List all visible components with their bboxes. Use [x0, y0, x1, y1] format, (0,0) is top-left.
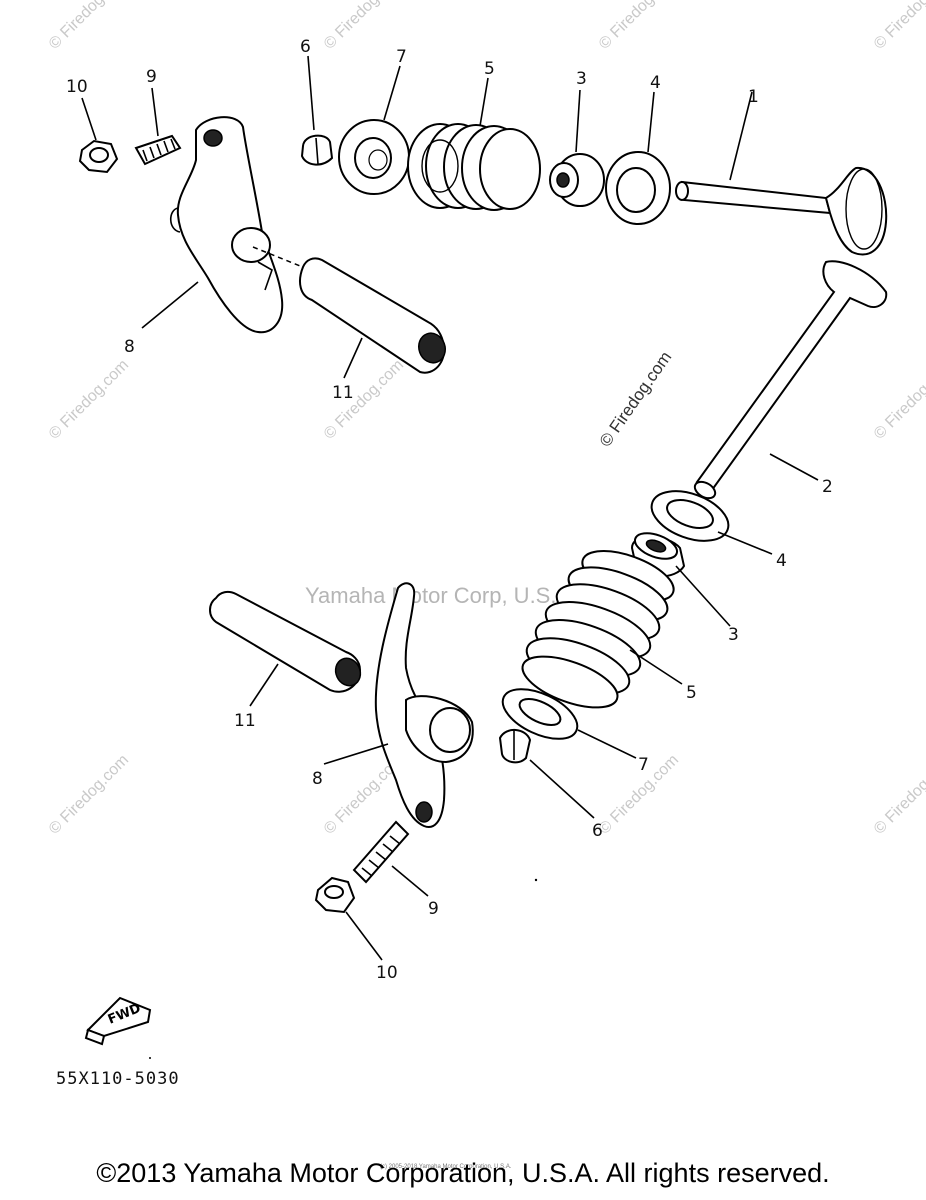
firedog-watermark: © Firedog.com	[871, 751, 926, 837]
part-4-seat-upper	[605, 151, 671, 225]
callout-2: 2	[822, 477, 833, 497]
firedog-watermarks: © Firedog.com © Firedog.com © Firedog.co…	[46, 0, 926, 838]
copyright-notice: ©2013 Yamaha Motor Corporation, U.S.A. A…	[96, 1158, 830, 1188]
callout-numbers: 10 9 6 7 5 3 4 1 8 11 2 4 3 5 11 8 7 6 9…	[66, 37, 833, 983]
firedog-watermark: © Firedog.com	[46, 356, 132, 442]
part-11-rocker-shaft-upper	[299, 257, 446, 374]
part-10-nut-upper	[78, 139, 119, 174]
part-5-spring-lower	[521, 550, 675, 709]
callout-7: 7	[396, 47, 407, 67]
part-1-valve-upper	[675, 166, 888, 256]
firedog-watermark: © Firedog.com	[46, 751, 132, 837]
callout-8: 8	[124, 337, 135, 357]
callout-4: 4	[776, 551, 787, 571]
diagram-code: 55X110-5030	[56, 1069, 180, 1089]
part-3-seal-upper	[549, 153, 605, 207]
stray-mark	[534, 878, 538, 882]
firedog-watermark: © Firedog.com	[321, 0, 407, 53]
leader-lines	[81, 55, 819, 961]
callout-4: 4	[650, 73, 661, 93]
part-9-adjuster-upper	[134, 134, 182, 166]
yamaha-center-watermark: Yamaha Motor Corp, U.S.A.	[305, 583, 577, 608]
callout-6: 6	[592, 821, 603, 841]
callout-11: 11	[332, 383, 354, 403]
callout-3: 3	[576, 69, 587, 89]
callout-9: 9	[146, 67, 157, 87]
firedog-watermark: © Firedog.com	[46, 0, 132, 53]
part-7-retainer-upper	[338, 119, 410, 195]
callout-11: 11	[234, 711, 256, 731]
callout-3: 3	[728, 625, 739, 645]
part-11-rocker-shaft-lower	[209, 590, 362, 693]
callout-5: 5	[686, 683, 697, 703]
firedog-watermark: © Firedog.com	[871, 0, 926, 53]
part-6-cotter-upper	[300, 134, 334, 166]
callout-6: 6	[300, 37, 311, 57]
callout-10: 10	[66, 77, 88, 97]
firedog-watermark: © Firedog.com	[596, 0, 682, 53]
callout-7: 7	[638, 755, 649, 775]
part-5-spring-upper	[407, 123, 541, 211]
part-2-valve-lower	[693, 260, 888, 500]
part-6-cotter-lower	[498, 729, 532, 764]
part-4-seat-lower	[650, 490, 730, 542]
firedog-watermark-large: © Firedog.com	[596, 348, 676, 450]
fwd-arrow: FWD	[84, 996, 152, 1046]
callout-5: 5	[484, 59, 495, 79]
part-10-nut-lower	[314, 876, 356, 914]
callout-10: 10	[376, 963, 398, 983]
callout-8: 8	[312, 769, 323, 789]
callout-9: 9	[428, 899, 439, 919]
firedog-watermark: © Firedog.com	[871, 356, 926, 442]
callout-1: 1	[748, 87, 759, 107]
part-8-rocker-arm-lower	[374, 582, 474, 828]
part-9-adjuster-lower	[352, 820, 410, 884]
stray-mark	[149, 1057, 151, 1059]
fine-print: (c) 2005-2018 Yamaha Motor Corporation, …	[380, 1164, 512, 1170]
part-8-rocker-arm-upper	[169, 116, 284, 334]
part-7-retainer-lower	[501, 688, 579, 740]
